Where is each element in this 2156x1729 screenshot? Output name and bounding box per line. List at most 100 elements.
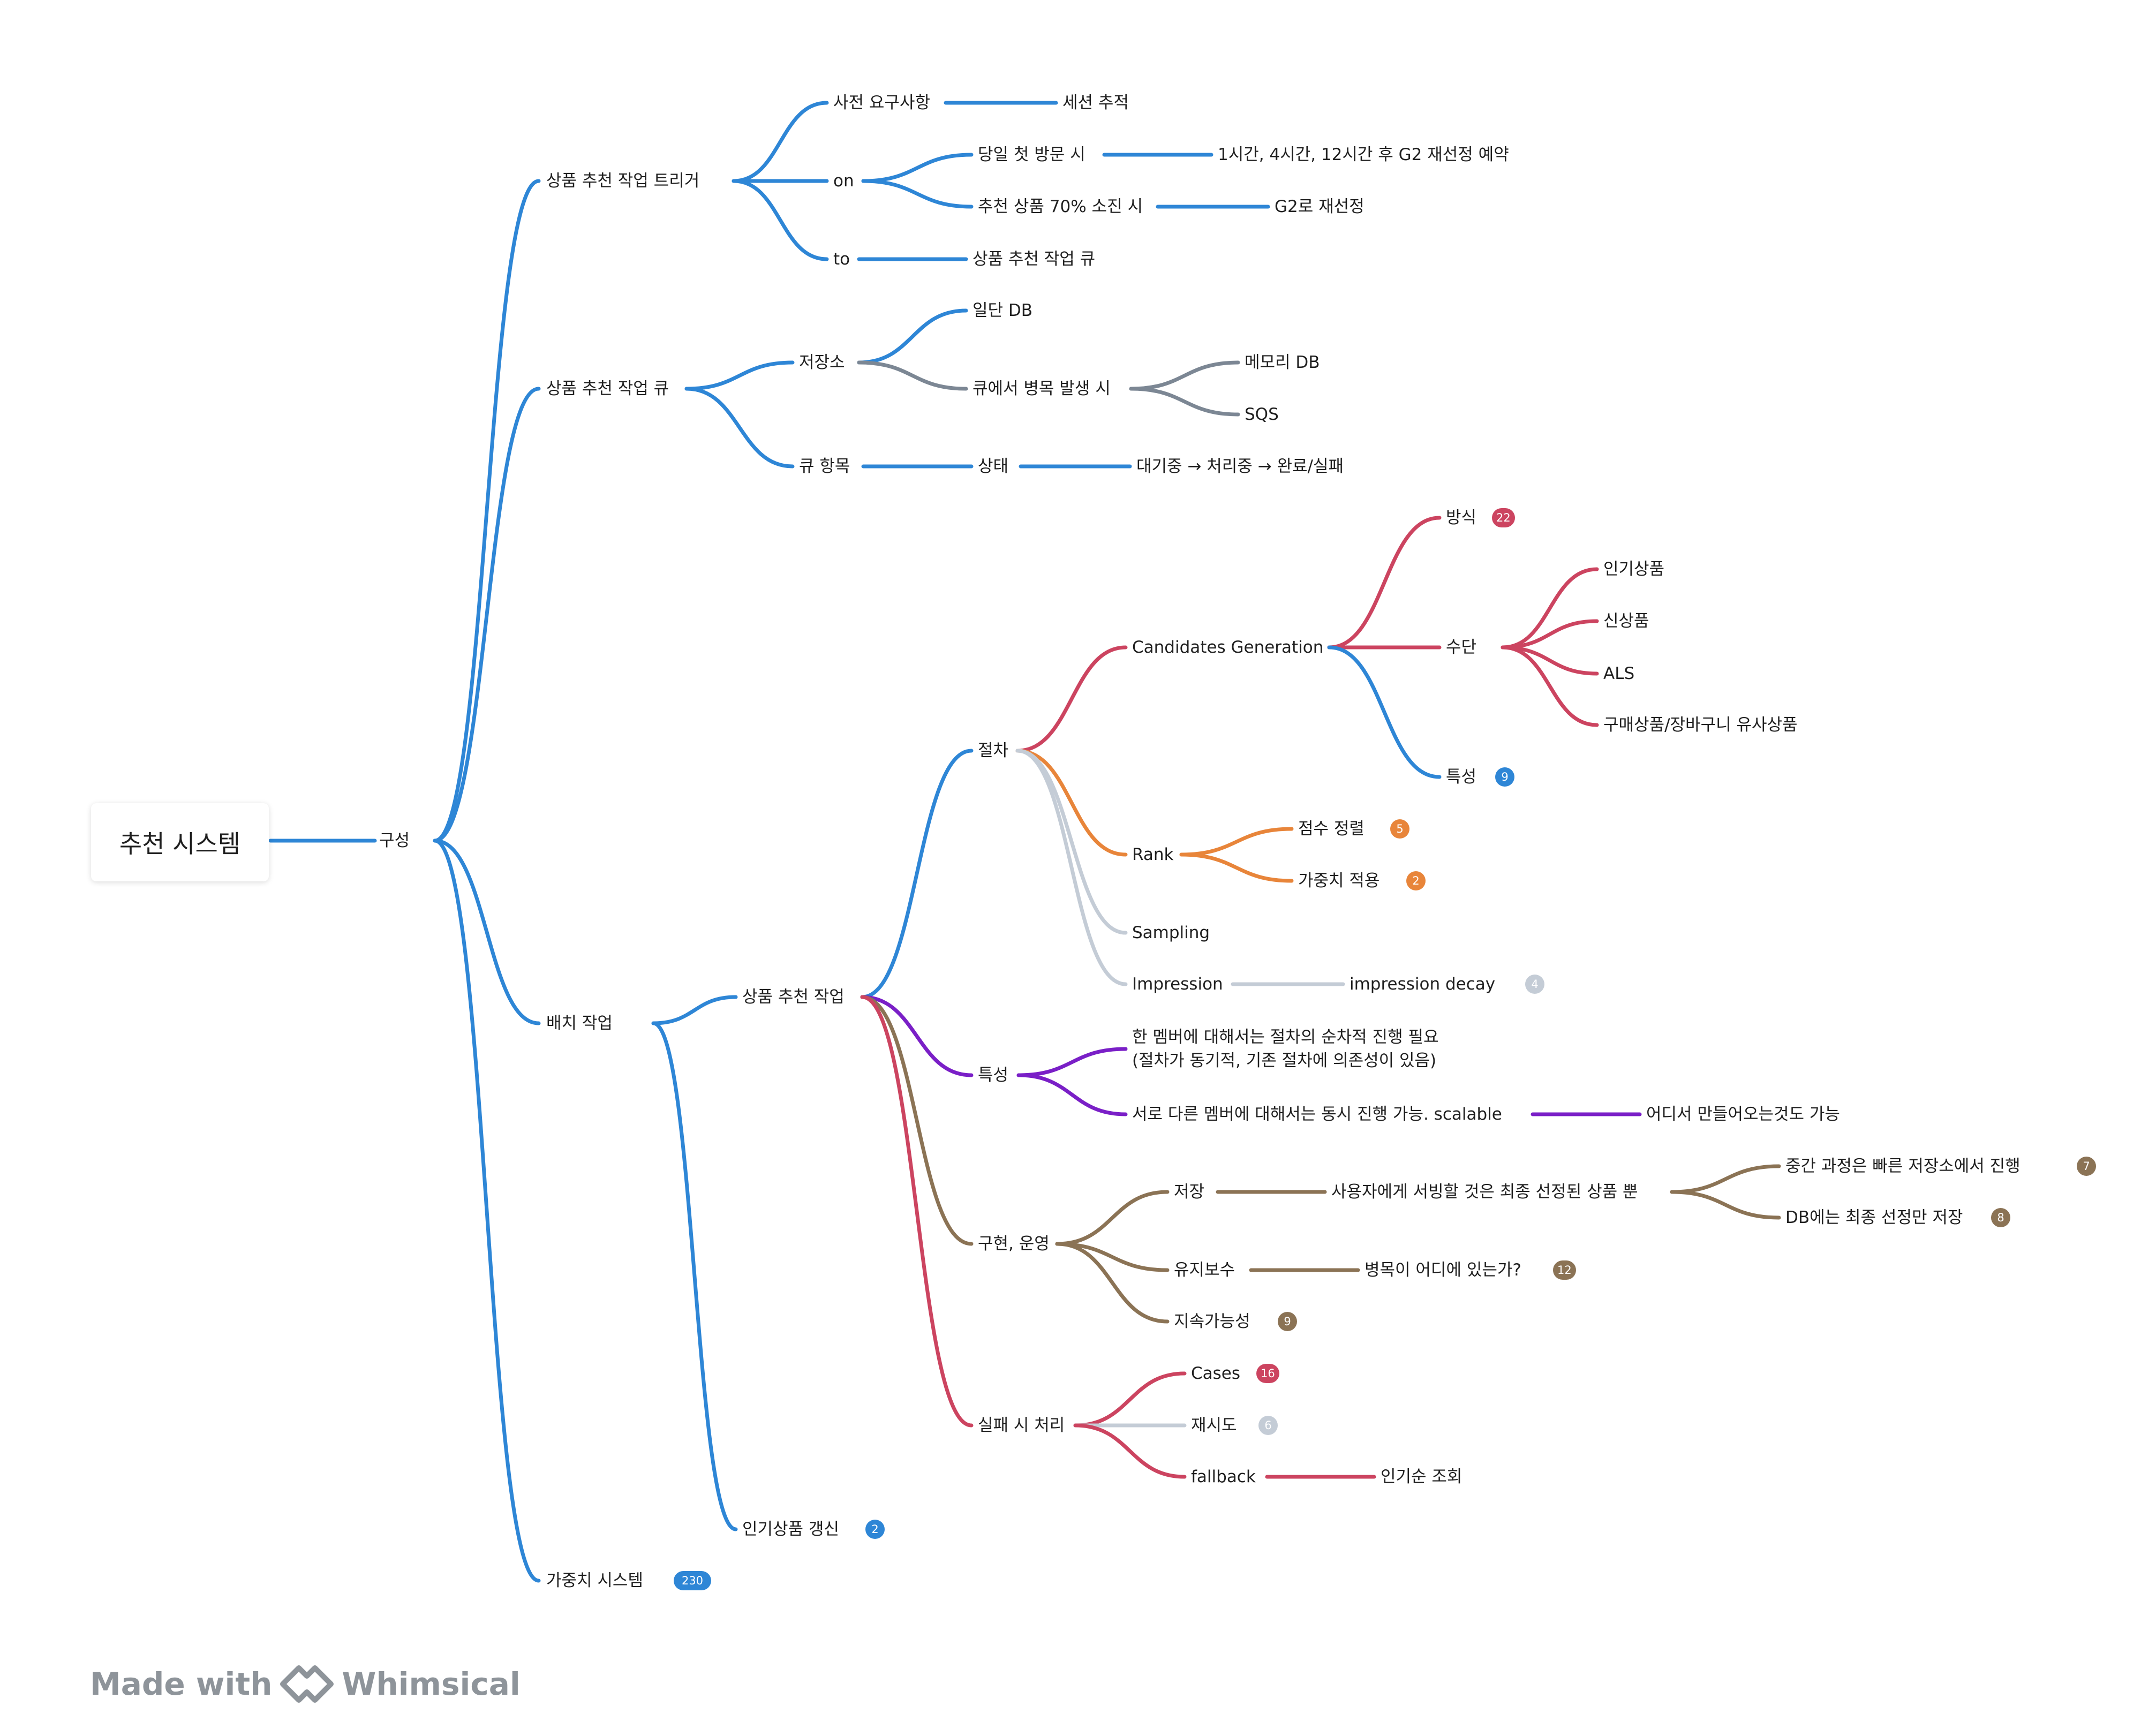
edge-job-procedure <box>860 749 974 999</box>
node-state[interactable]: 상태 <box>976 456 1011 477</box>
edge-config-queue <box>433 387 541 843</box>
node-popular-refresh[interactable]: 인기상품 갱신 <box>740 1519 841 1539</box>
edge-batch-job <box>651 995 738 1025</box>
node-procedure[interactable]: 절차 <box>976 741 1011 761</box>
edge-cg-feature <box>1327 645 1442 779</box>
node-trigger[interactable]: 상품 추천 작업 트리거 <box>544 171 702 191</box>
node-feature-cg[interactable]: 특성 <box>1444 767 1479 787</box>
edge-serve-db <box>1670 1190 1781 1220</box>
node-exhausted[interactable]: 추천 상품 70% 소진 시 <box>976 197 1145 217</box>
badge-feature-cg[interactable]: 9 <box>1495 767 1514 787</box>
node-fast-store[interactable]: 중간 과정은 빠른 저장소에서 진행 <box>1783 1156 2023 1176</box>
node-cases[interactable]: Cases <box>1189 1363 1243 1384</box>
node-storage[interactable]: 저장소 <box>797 352 847 373</box>
root-node[interactable]: 추천 시스템 <box>91 803 269 881</box>
node-on[interactable]: on <box>831 171 856 191</box>
node-cand-gen[interactable]: Candidates Generation <box>1130 637 1326 658</box>
node-memdb[interactable]: 메모리 DB <box>1242 352 1322 373</box>
edge-config-batch <box>433 839 541 1025</box>
edge-rank-weight <box>1179 852 1294 883</box>
node-serve-final[interactable]: 사용자에게 서빙할 것은 최종 선정된 상품 뿐 <box>1329 1182 1640 1202</box>
edge-means-similar <box>1501 645 1599 727</box>
edge-queue-item <box>684 387 795 469</box>
node-impression-decay[interactable]: impression decay <box>1347 974 1498 994</box>
node-maintenance[interactable]: 유지보수 <box>1172 1260 1238 1280</box>
node-anywhere[interactable]: 어디서 만들어오는것도 가능 <box>1644 1104 1842 1124</box>
badge-db-final[interactable]: 8 <box>1991 1208 2010 1227</box>
node-to[interactable]: to <box>831 249 853 269</box>
badge-retry[interactable]: 6 <box>1258 1416 1278 1435</box>
badge-cases[interactable]: 16 <box>1256 1364 1279 1383</box>
badge-fast-store[interactable]: 7 <box>2077 1157 2096 1176</box>
node-als[interactable]: ALS <box>1601 663 1637 684</box>
edge-means-popular <box>1501 567 1599 650</box>
node-feature[interactable]: 특성 <box>976 1065 1011 1085</box>
node-prereq[interactable]: 사전 요구사항 <box>831 93 932 113</box>
edge-impl-sustainability <box>1055 1242 1170 1324</box>
edge-on-firstvisit <box>861 153 974 183</box>
node-where-bottleneck[interactable]: 병목이 어디에 있는가? <box>1362 1260 1524 1280</box>
edge-on-exhausted <box>861 179 974 209</box>
node-failure[interactable]: 실패 시 처리 <box>976 1415 1067 1436</box>
edge-rank-score <box>1179 827 1294 857</box>
node-parallel[interactable]: 서로 다른 멤버에 대해서는 동시 진행 가능. scalable <box>1130 1104 1504 1124</box>
node-sampling[interactable]: Sampling <box>1130 923 1212 943</box>
node-new-item[interactable]: 신상품 <box>1601 611 1652 631</box>
edge-means-new <box>1501 619 1599 650</box>
edge-job-impl <box>860 995 974 1246</box>
node-temp-db[interactable]: 일단 DB <box>970 300 1035 321</box>
edge-proc-sampling <box>1015 749 1128 935</box>
node-g2[interactable]: G2로 재선정 <box>1272 197 1367 217</box>
node-fallback[interactable]: fallback <box>1189 1467 1258 1487</box>
badge-impression-decay[interactable]: 4 <box>1525 975 1544 994</box>
node-reselect-schedule[interactable]: 1시간, 4시간, 12시간 후 G2 재선정 예약 <box>1216 145 1511 165</box>
badge-method[interactable]: 22 <box>1492 508 1515 527</box>
node-queue[interactable]: 상품 추천 작업 큐 <box>544 379 672 399</box>
node-retry[interactable]: 재시도 <box>1189 1415 1239 1436</box>
node-batch[interactable]: 배치 작업 <box>544 1013 615 1033</box>
badge-weight-apply[interactable]: 2 <box>1406 871 1426 890</box>
edge-bottleneck-sqs <box>1129 387 1240 417</box>
node-popular-lookup[interactable]: 인기순 조회 <box>1378 1467 1465 1487</box>
node-queue-item[interactable]: 큐 항목 <box>797 456 853 477</box>
node-queue-target[interactable]: 상품 추천 작업 큐 <box>970 249 1098 269</box>
node-weight-apply[interactable]: 가중치 적용 <box>1296 871 1382 891</box>
node-first-visit[interactable]: 당일 첫 방문 시 <box>976 145 1088 165</box>
node-sqs[interactable]: SQS <box>1242 404 1281 425</box>
badge-score-sort[interactable]: 5 <box>1390 819 1409 839</box>
edge-job-failure <box>860 995 974 1428</box>
node-method[interactable]: 방식 <box>1444 508 1479 528</box>
node-sustainability[interactable]: 지속가능성 <box>1172 1311 1253 1332</box>
node-impl[interactable]: 구현, 운영 <box>976 1234 1052 1254</box>
watermark-brand: Whimsical <box>342 1666 521 1702</box>
node-store[interactable]: 저장 <box>1172 1182 1207 1202</box>
node-rank[interactable]: Rank <box>1130 844 1176 865</box>
node-popular[interactable]: 인기상품 <box>1601 559 1667 579</box>
edge-feature-parallel <box>1016 1073 1128 1116</box>
node-sequential-line1: 한 멤버에 대해서는 절차의 순차적 진행 필요 <box>1132 1028 1439 1047</box>
edge-cg-method <box>1327 516 1442 650</box>
badge-where-bottleneck[interactable]: 12 <box>1553 1260 1576 1280</box>
node-impression[interactable]: Impression <box>1130 974 1225 994</box>
edge-impl-store <box>1055 1190 1170 1246</box>
node-flow[interactable]: 대기중 → 처리중 → 완료/실패 <box>1134 456 1346 477</box>
node-means[interactable]: 수단 <box>1444 637 1479 658</box>
watermark-prefix: Made with <box>90 1666 273 1702</box>
edge-proc-impression <box>1015 749 1128 986</box>
edge-means-als <box>1501 645 1599 676</box>
node-similar[interactable]: 구매상품/장바구니 유사상품 <box>1601 715 1800 735</box>
edge-bottleneck-memdb <box>1129 360 1240 391</box>
node-sequential[interactable]: 한 멤버에 대해서는 절차의 순차적 진행 필요 (절차가 동기적, 기존 절차… <box>1130 1025 1441 1073</box>
node-weight-system[interactable]: 가중치 시스템 <box>544 1571 645 1591</box>
node-db-final[interactable]: DB에는 최종 선정만 저장 <box>1783 1207 1965 1228</box>
node-session[interactable]: 세션 추적 <box>1060 93 1131 113</box>
node-score-sort[interactable]: 점수 정렬 <box>1296 819 1367 839</box>
badge-weight-system[interactable]: 230 <box>674 1571 711 1590</box>
node-bottleneck[interactable]: 큐에서 병목 발생 시 <box>970 379 1113 399</box>
whimsical-watermark[interactable]: Made with Whimsical <box>90 1660 521 1708</box>
node-config[interactable]: 구성 <box>377 830 412 851</box>
badge-popular-refresh[interactable]: 2 <box>865 1520 885 1539</box>
node-job[interactable]: 상품 추천 작업 <box>740 987 847 1007</box>
badge-sustainability[interactable]: 9 <box>1278 1312 1297 1331</box>
